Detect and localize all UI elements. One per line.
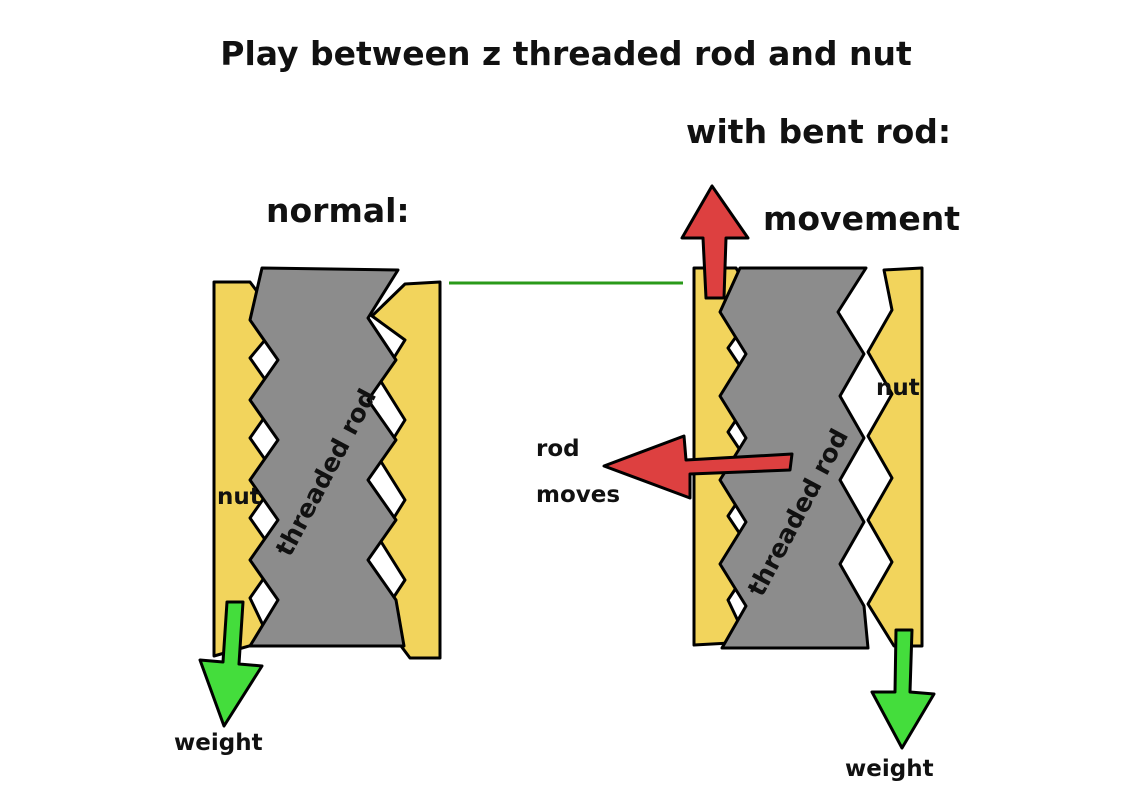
movement-label: movement <box>763 199 960 238</box>
rod-moves-arrow <box>602 434 794 500</box>
left-nut-label: nut <box>217 484 261 510</box>
right-panel: with bent rod: movement nut threaded rod… <box>536 112 960 782</box>
left-heading: normal: <box>266 191 410 230</box>
right-weight-label: weight <box>845 756 934 782</box>
rod-moves-label-line2: moves <box>536 482 620 508</box>
right-heading: with bent rod: <box>686 112 951 151</box>
right-weight-arrow <box>870 628 936 750</box>
right-threaded-rod <box>718 266 870 650</box>
rod-moves-label-line1: rod <box>536 436 580 462</box>
diagram-title: Play between z threaded rod and nut <box>220 34 912 73</box>
right-nut-label: nut <box>876 375 920 401</box>
left-weight-arrow <box>198 600 264 728</box>
movement-arrow <box>680 184 750 300</box>
left-weight-label: weight <box>174 730 263 756</box>
right-nut-right-half <box>866 266 924 648</box>
left-threaded-rod <box>248 266 406 648</box>
left-panel: normal: nut threaded rod weight <box>174 191 442 756</box>
